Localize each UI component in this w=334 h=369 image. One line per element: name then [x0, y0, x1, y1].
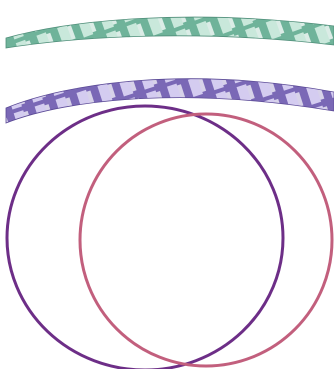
green-hoop-band	[6, 17, 334, 48]
purple-hoop-ring	[7, 106, 283, 369]
pink-hoop-ring	[80, 114, 332, 366]
purple-hoop-band	[6, 79, 334, 123]
